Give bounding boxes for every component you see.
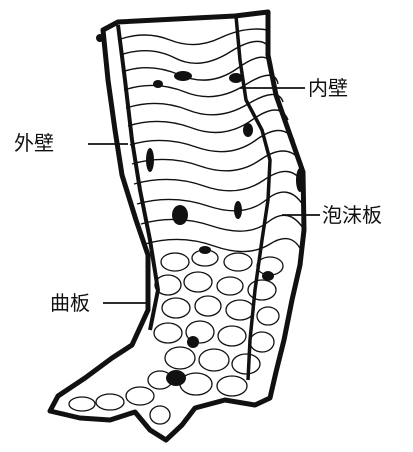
curved-plate-label: 曲板: [50, 292, 90, 314]
outer-wall-label: 外壁: [14, 132, 54, 154]
foam-plate-label: 泡沫板: [322, 204, 382, 226]
inner-wall-label: 内壁: [308, 77, 348, 99]
lower-cells: [69, 250, 283, 424]
inner-wall-right: [236, 16, 270, 380]
